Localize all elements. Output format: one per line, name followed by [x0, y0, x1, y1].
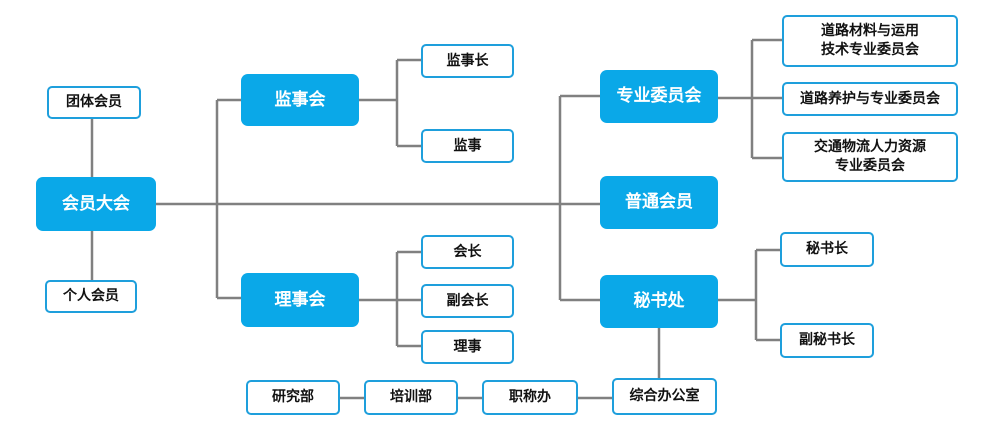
committee-logistics-hr-box: 交通物流人力资源 专业委员会 — [782, 132, 958, 182]
director-box: 理事 — [421, 330, 514, 364]
deputy-secretary-general-box: 副秘书长 — [780, 323, 874, 358]
individual-member-box: 个人会员 — [45, 280, 137, 313]
special-committee-box: 专业委员会 — [600, 70, 718, 123]
secretariat-box: 秘书处 — [600, 275, 718, 328]
secretary-general-box: 秘书长 — [780, 232, 874, 267]
supervisory-board-box: 监事会 — [241, 74, 359, 126]
chief-supervisor-box: 监事长 — [421, 44, 514, 78]
title-office-box: 职称办 — [482, 380, 578, 415]
ordinary-member-box: 普通会员 — [600, 176, 718, 229]
group-member-box: 团体会员 — [47, 86, 141, 119]
training-dept-box: 培训部 — [364, 380, 458, 415]
general-office-box: 综合办公室 — [612, 378, 717, 415]
committee-road-maintenance-box: 道路养护与专业委员会 — [782, 82, 958, 116]
research-dept-box: 研究部 — [246, 380, 340, 415]
committee-road-materials-box: 道路材料与运用 技术专业委员会 — [782, 15, 958, 67]
council-box: 理事会 — [241, 273, 359, 327]
supervisor-box: 监事 — [421, 129, 514, 163]
vice-president-box: 副会长 — [421, 284, 514, 318]
general-assembly-box: 会员大会 — [36, 177, 156, 231]
president-box: 会长 — [421, 235, 514, 269]
